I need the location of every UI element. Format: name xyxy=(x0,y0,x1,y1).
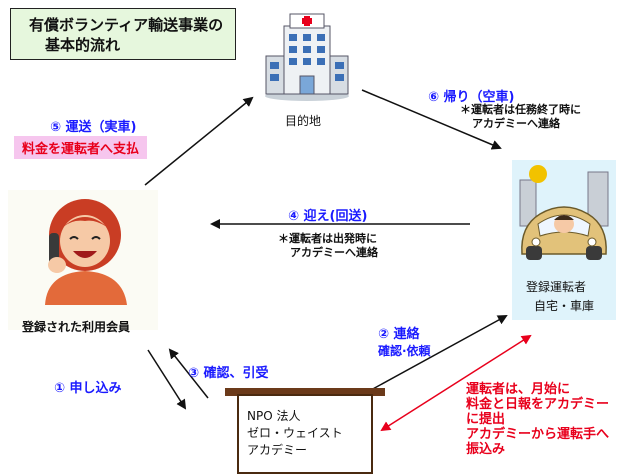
npo-line1: NPO 法人 xyxy=(247,409,301,423)
driver-label-line2: 自宅・車庫 xyxy=(534,299,595,313)
arrow-transport xyxy=(144,96,254,186)
step-2-label: ② 連絡 xyxy=(378,327,420,342)
npo-line2: ゼロ・ウェイスト xyxy=(247,426,343,440)
monthly-report-line5: 振込み xyxy=(466,442,506,457)
payment-label: 料金を運転者へ支払 xyxy=(14,136,148,159)
hospital-icon xyxy=(265,13,349,101)
step-4-note-line2: アカデミーへ連絡 xyxy=(290,246,378,259)
arrow-return xyxy=(361,89,502,150)
step-6-note-line1: ＊運転者は任務終了時に xyxy=(460,103,581,116)
step-1-label: ① 申し込み xyxy=(54,381,122,396)
npo-line3: アカデミー xyxy=(247,443,308,457)
step-6-note-line2: アカデミーへ連絡 xyxy=(472,117,560,130)
diagram-title: 有償ボランティア輸送事業の 基本的流れ xyxy=(10,8,236,60)
car-driver-icon xyxy=(519,165,609,260)
monthly-report-line2: 料金と日報をアカデミー xyxy=(466,397,610,412)
step-4-label: ④ 迎え(回送) xyxy=(288,209,368,224)
step-5-label: ⑤ 運送（実車) xyxy=(50,120,137,135)
monthly-report-line3: に提出 xyxy=(466,412,506,427)
arrow-confirm xyxy=(168,348,209,399)
step-4-note-line1: ＊運転者は出発時に xyxy=(278,232,377,245)
phone-user-icon xyxy=(45,199,127,305)
npo-box: NPO 法人 ゼロ・ウェイスト アカデミー xyxy=(237,394,373,474)
monthly-report-line1: 運転者は、月始に xyxy=(466,382,571,397)
arrow-monthly-report xyxy=(380,334,532,432)
member-label: 登録された利用会員 xyxy=(22,320,131,334)
title-line1: 有償ボランティア輸送事業の xyxy=(29,16,224,34)
title-line2: 基本的流れ xyxy=(45,36,121,54)
driver-label-line1: 登録運転者 xyxy=(526,280,587,294)
arrow-apply xyxy=(147,349,187,410)
step-3-label: ③ 確認、引受 xyxy=(188,366,269,381)
monthly-report-line4: アカデミーから運転手へ xyxy=(466,427,610,442)
destination-label: 目的地 xyxy=(285,114,322,128)
monthly-report-note: 運転者は、月始に 料金と日報をアカデミー に提出 アカデミーから運転手へ 振込み xyxy=(466,382,609,457)
step-6-label: ⑥ 帰り（空車) xyxy=(428,90,515,105)
step-2-sub-label: 確認·依頼 xyxy=(378,344,431,358)
npo-box-cap xyxy=(225,388,385,396)
